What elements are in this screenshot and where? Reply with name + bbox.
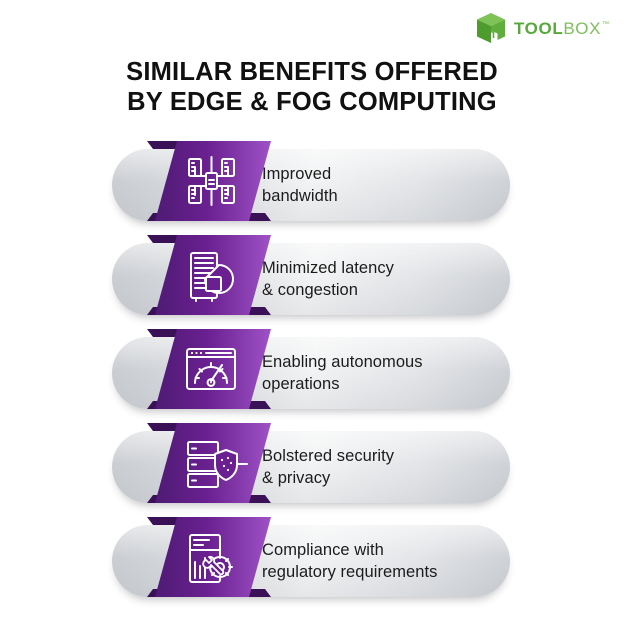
wordmark-tool: TOOL [514, 18, 564, 38]
benefit-label-line-1: Improved [262, 165, 332, 183]
benefit-label: Enabling autonomous operations [262, 329, 423, 417]
benefit-ribbon [147, 517, 279, 605]
benefit-label-line-2: & privacy [262, 469, 331, 487]
benefit-ribbon [147, 423, 279, 511]
benefit-row: Enabling autonomous operations [0, 329, 624, 423]
benefit-label-line-2: regulatory requirements [262, 563, 438, 581]
benefit-row: Improved bandwidth [0, 141, 624, 235]
benefit-label-line-1: Compliance with [262, 541, 384, 559]
benefit-label: Improved bandwidth [262, 141, 338, 229]
page-title-line-2: BY EDGE & FOG COMPUTING [127, 88, 497, 116]
wordmark-box: BOX [563, 18, 602, 38]
benefit-label-line-1: Enabling autonomous [262, 353, 423, 371]
benefit-ribbon [147, 141, 279, 229]
benefit-ribbon [147, 235, 279, 323]
benefit-label-line-2: operations [262, 375, 340, 393]
page-title: SIMILAR BENEFITS OFFERED BY EDGE & FOG C… [0, 57, 624, 117]
benefit-label: Bolstered security & privacy [262, 423, 394, 511]
benefit-row: Compliance with regulatory requirements [0, 517, 624, 611]
benefit-label-line-1: Bolstered security [262, 447, 395, 465]
benefit-row: Minimized latency & congestion [0, 235, 624, 329]
benefit-label-line-2: & congestion [262, 281, 358, 299]
benefit-label-line-2: bandwidth [262, 187, 338, 205]
benefit-label: Minimized latency & congestion [262, 235, 394, 323]
benefit-ribbon [147, 329, 279, 417]
green-cube-logo-icon [476, 12, 506, 44]
benefit-row: Bolstered security & privacy [0, 423, 624, 517]
benefits-list: Improved bandwidth [0, 141, 624, 611]
page-title-line-1: SIMILAR BENEFITS OFFERED [126, 58, 498, 86]
benefit-label-line-1: Minimized latency [262, 259, 394, 277]
trademark-symbol: ™ [602, 20, 610, 28]
benefit-label: Compliance with regulatory requirements [262, 517, 437, 605]
